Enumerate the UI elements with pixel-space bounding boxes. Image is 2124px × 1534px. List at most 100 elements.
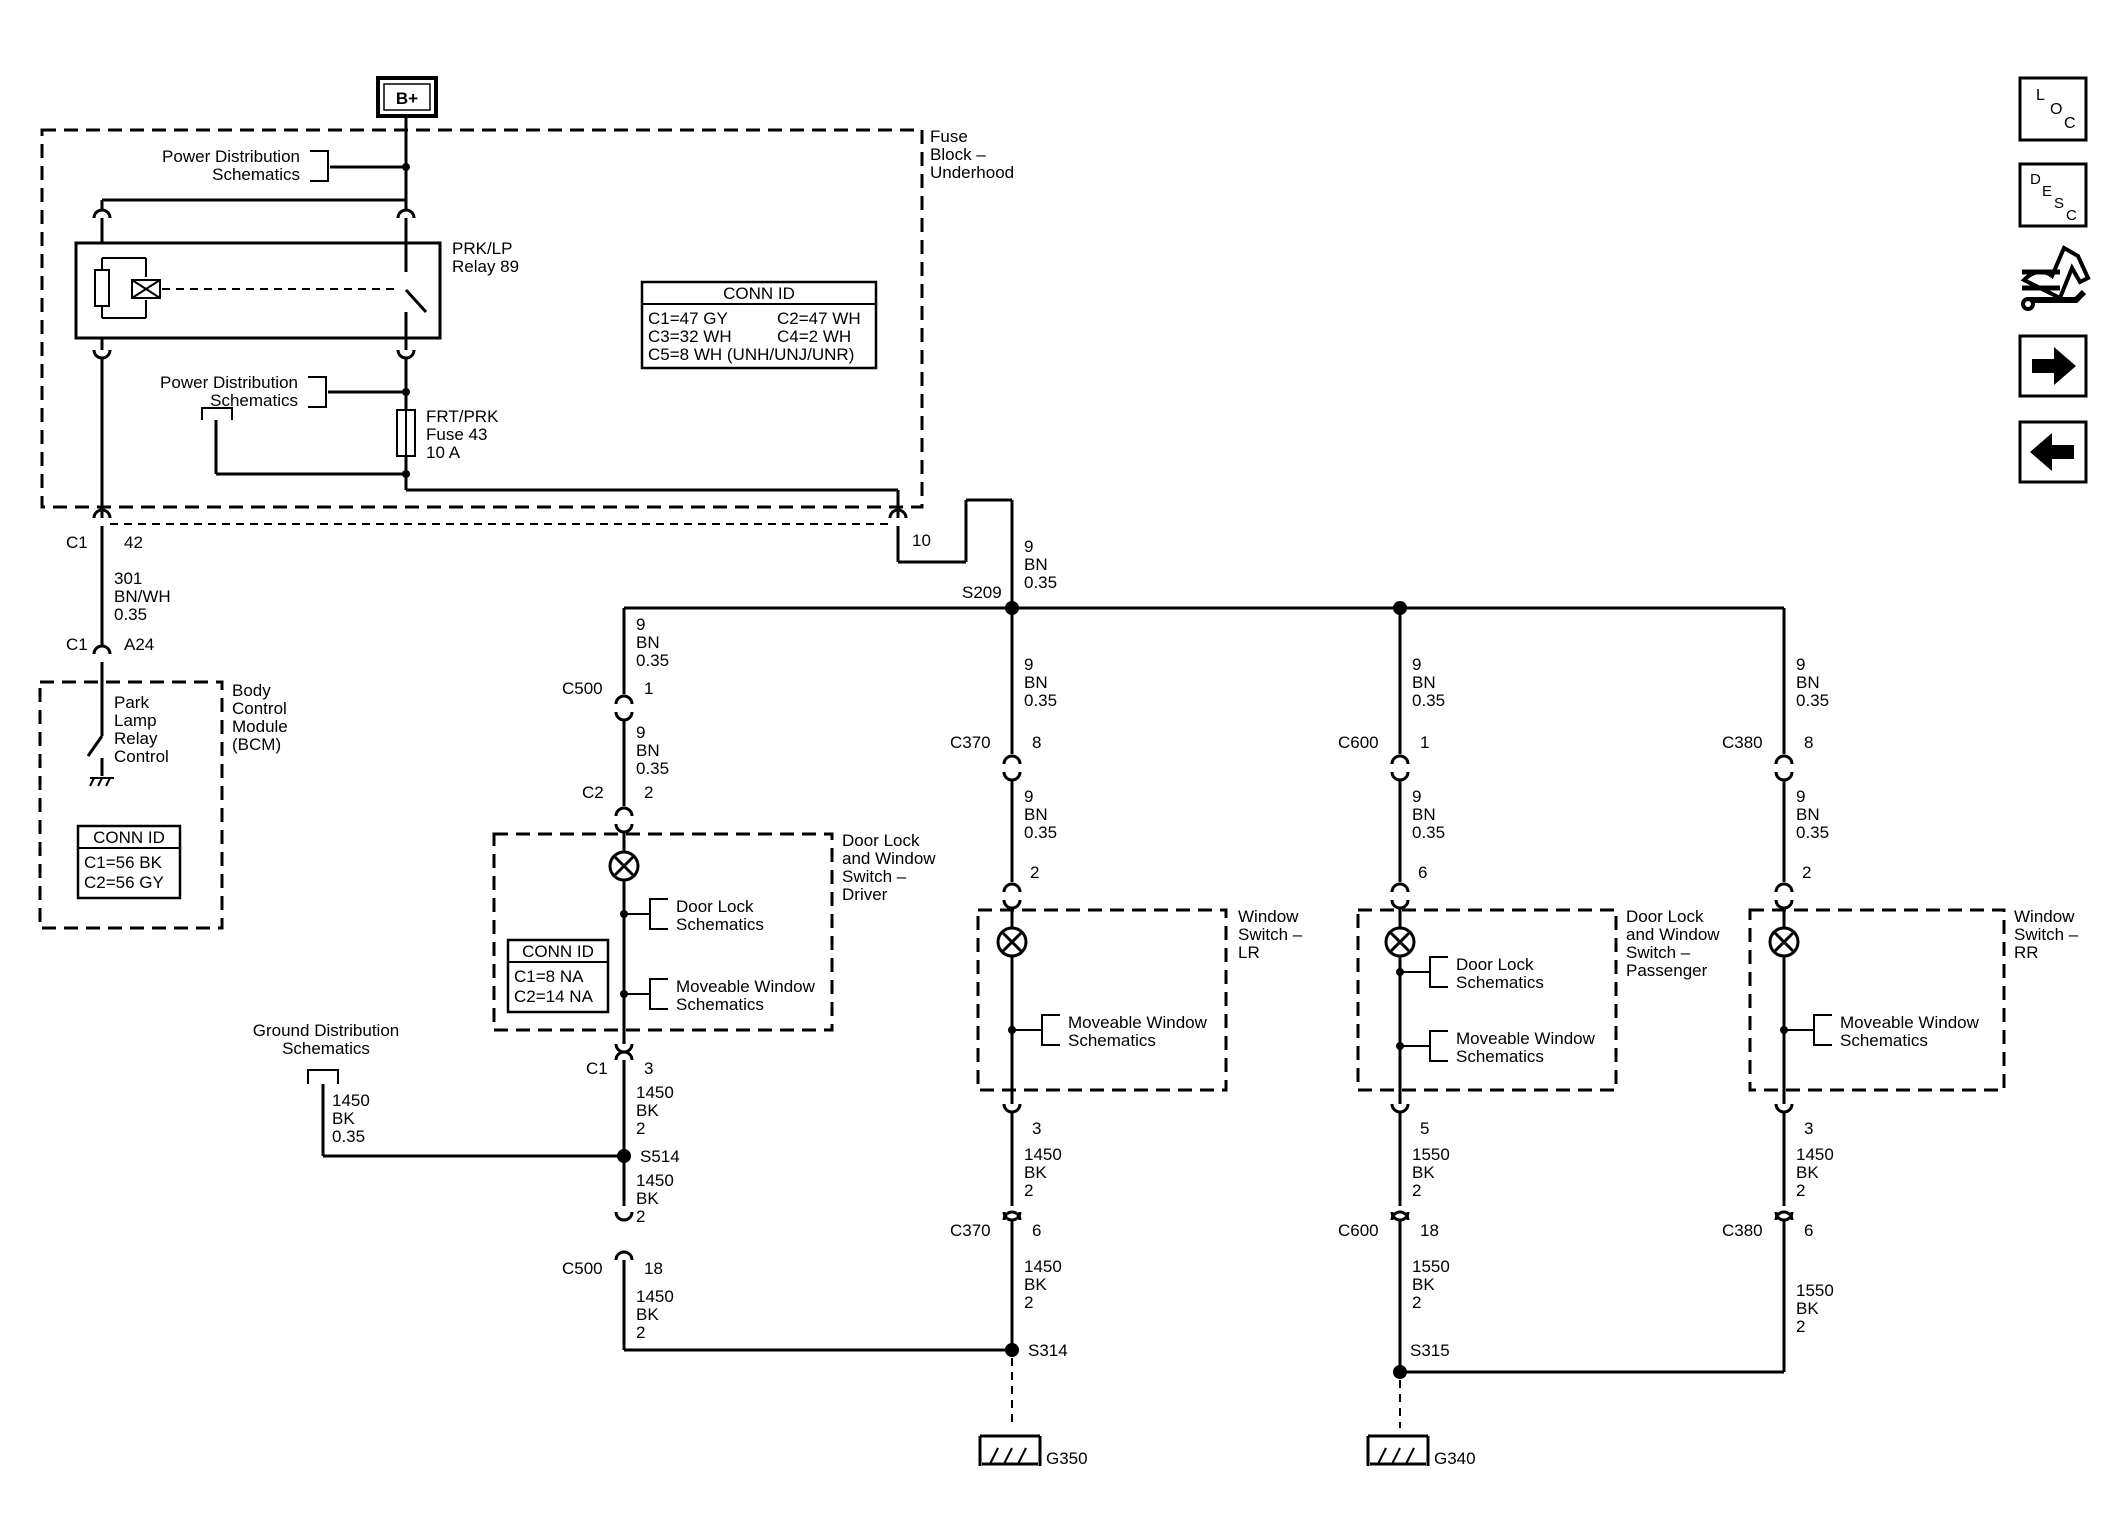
- svg-text:Schematics: Schematics: [1456, 973, 1544, 992]
- pass-wire-a: 9 BN 0.35: [1412, 655, 1445, 710]
- wiring-tools-button[interactable]: [2020, 245, 2091, 311]
- svg-text:Moveable Window: Moveable Window: [676, 977, 816, 996]
- pass-wire-c: 1550 BK 2: [1412, 1145, 1450, 1200]
- svg-text:0.35: 0.35: [1412, 823, 1445, 842]
- c500-label: C500: [562, 679, 603, 698]
- svg-text:0.35: 0.35: [1024, 573, 1057, 592]
- rr-wire-b: 9 BN 0.35: [1796, 787, 1829, 842]
- svg-text:Schematics: Schematics: [676, 995, 764, 1014]
- loc-icon: L O C: [2036, 87, 2076, 132]
- svg-text:Door Lock: Door Lock: [1626, 907, 1704, 926]
- svg-text:BN: BN: [1412, 673, 1436, 692]
- svg-text:BN: BN: [1796, 673, 1820, 692]
- svg-text:BK: BK: [332, 1109, 355, 1128]
- c500b-pin-18: 18: [644, 1259, 663, 1278]
- ground-g350-label: G350: [1046, 1449, 1088, 1468]
- pass-door-lock-schematics-ref[interactable]: Door Lock Schematics: [1456, 955, 1544, 992]
- svg-text:Park: Park: [114, 693, 149, 712]
- driver-wire-c: 1450 BK 2: [636, 1083, 674, 1138]
- svg-text:(BCM): (BCM): [232, 735, 281, 754]
- svg-text:2: 2: [1024, 1181, 1033, 1200]
- door-lock-window-switch-passenger: Door Lock and Window Switch – Passenger: [1356, 907, 1720, 1092]
- power-distribution-schematics-ref-2[interactable]: Power Distribution Schematics: [160, 373, 298, 410]
- svg-text:S: S: [2054, 195, 2064, 212]
- svg-text:Control: Control: [114, 747, 169, 766]
- svg-text:1550: 1550: [1412, 1257, 1450, 1276]
- battery-positive: B+: [376, 76, 438, 118]
- svg-text:BK: BK: [1796, 1163, 1819, 1182]
- svg-text:1550: 1550: [1412, 1145, 1450, 1164]
- svg-text:O: O: [2050, 101, 2062, 118]
- next-page-button[interactable]: [2018, 334, 2088, 398]
- driver-door-lock-schematics-ref[interactable]: Door Lock Schematics: [676, 897, 764, 934]
- svg-text:C1=8 NA: C1=8 NA: [514, 967, 584, 986]
- svg-text:2: 2: [1024, 1293, 1033, 1312]
- pass-pin-5: 5: [1420, 1119, 1429, 1138]
- ground-g340-icon: [1366, 1434, 1430, 1466]
- pin-10: 10: [912, 531, 931, 550]
- c600b-label: C600: [1338, 1221, 1379, 1240]
- power-distribution-schematics-ref[interactable]: Power Distribution Schematics: [162, 147, 300, 184]
- splice-s315: S315: [1410, 1341, 1450, 1360]
- svg-text:1450: 1450: [636, 1287, 674, 1306]
- desc-icon: D E S C: [2030, 171, 2077, 224]
- pass-lamp-icon: [1384, 926, 1416, 958]
- c1-driver-label: C1: [586, 1059, 608, 1078]
- prk-lp-relay-89: PRK/LP Relay 89: [74, 218, 519, 340]
- splice-s314: S314: [1028, 1341, 1068, 1360]
- svg-text:BK: BK: [636, 1189, 659, 1208]
- lr-moveable-window-schematics-ref[interactable]: Moveable Window Schematics: [1068, 1013, 1208, 1050]
- svg-text:2: 2: [1412, 1181, 1421, 1200]
- svg-text:and Window: and Window: [842, 849, 936, 868]
- svg-text:C2=47 WH: C2=47 WH: [777, 309, 861, 328]
- rr-pin-2: 2: [1802, 863, 1811, 882]
- svg-text:Power Distribution: Power Distribution: [162, 147, 300, 166]
- ground-distribution-schematics-ref[interactable]: Ground Distribution Schematics: [253, 1021, 399, 1058]
- svg-text:CONN ID: CONN ID: [93, 828, 165, 847]
- rr-moveable-window-schematics-ref[interactable]: Moveable Window Schematics: [1840, 1013, 1980, 1050]
- svg-text:0.35: 0.35: [636, 651, 669, 670]
- svg-text:10 A: 10 A: [426, 443, 461, 462]
- svg-text:Moveable Window: Moveable Window: [1068, 1013, 1208, 1032]
- window-switch-rr: Window Switch – RR: [1748, 907, 2079, 1092]
- c600b-pin-18: 18: [1420, 1221, 1439, 1240]
- driver-wire-a: 9 BN 0.35: [636, 615, 669, 670]
- lr-pin-3: 3: [1032, 1119, 1041, 1138]
- pass-moveable-window-schematics-ref[interactable]: Moveable Window Schematics: [1456, 1029, 1596, 1066]
- c1-label-bcm: C1: [66, 635, 88, 654]
- svg-text:9: 9: [636, 723, 645, 742]
- svg-text:Driver: Driver: [842, 885, 888, 904]
- svg-text:BK: BK: [1796, 1299, 1819, 1318]
- svg-text:9: 9: [1412, 787, 1421, 806]
- c2-label: C2: [582, 783, 604, 802]
- park-lamp-relay-control: Park Lamp Relay Control: [114, 693, 169, 766]
- desc-button[interactable]: D E S C: [2018, 162, 2088, 228]
- c600-label: C600: [1338, 733, 1379, 752]
- pass-pin-6: 6: [1418, 863, 1427, 882]
- driver-moveable-window-schematics-ref[interactable]: Moveable Window Schematics: [676, 977, 816, 1014]
- arrow-right-icon: [2032, 347, 2076, 385]
- svg-text:2: 2: [1796, 1181, 1805, 1200]
- svg-text:Switch –: Switch –: [1626, 943, 1691, 962]
- previous-page-button[interactable]: [2018, 420, 2088, 484]
- ground-wire-1450: 1450 BK 0.35: [332, 1091, 370, 1146]
- svg-text:C: C: [2064, 115, 2076, 132]
- svg-text:9: 9: [636, 615, 645, 634]
- lr-wire-c: 1450 BK 2: [1024, 1145, 1062, 1200]
- svg-text:1450: 1450: [1024, 1145, 1062, 1164]
- svg-text:BK: BK: [1412, 1275, 1435, 1294]
- driver-wire-e: 1450 BK 2: [636, 1287, 674, 1342]
- ground-g350-icon: [978, 1434, 1042, 1466]
- lr-wire-a: 9 BN 0.35: [1024, 655, 1057, 710]
- window-switch-lr: Window Switch – LR: [976, 907, 1303, 1092]
- loc-button[interactable]: L O C: [2018, 76, 2088, 142]
- svg-text:Underhood: Underhood: [930, 163, 1014, 182]
- svg-text:BN/WH: BN/WH: [114, 587, 171, 606]
- svg-text:BN: BN: [1024, 555, 1048, 574]
- svg-text:Relay 89: Relay 89: [452, 257, 519, 276]
- svg-text:Body: Body: [232, 681, 271, 700]
- fuse-block-label: Fuse Block – Underhood: [930, 127, 1014, 182]
- splice-s514: S514: [640, 1147, 680, 1166]
- svg-text:Ground Distribution: Ground Distribution: [253, 1021, 399, 1040]
